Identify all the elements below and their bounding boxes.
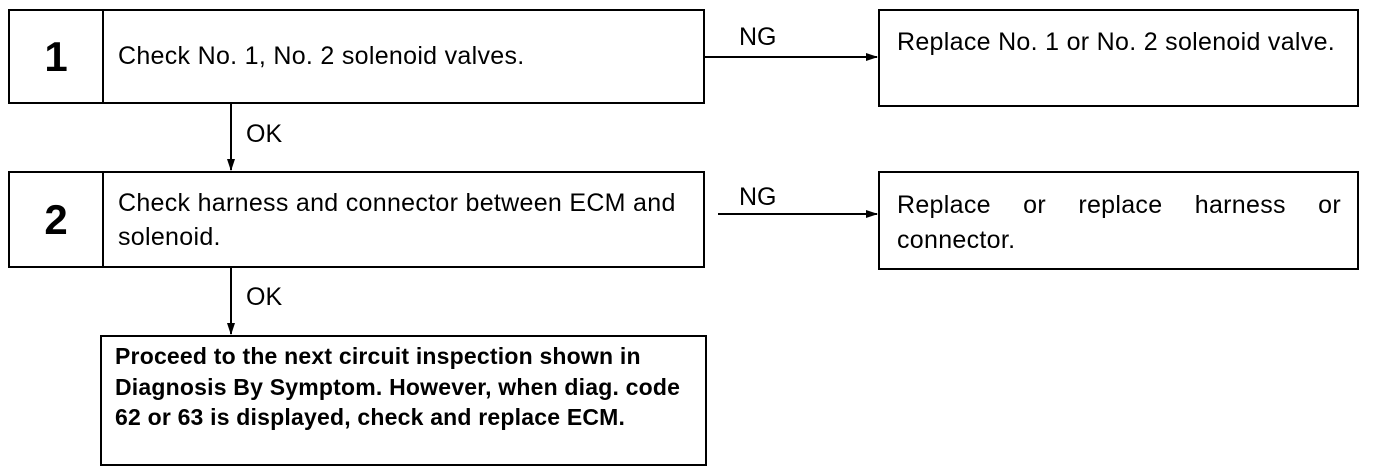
step-2-box: 2 Check harness and connector between EC… <box>8 171 705 268</box>
ng-label-2: NG <box>739 183 777 211</box>
ng-result-1-box: Replace No. 1 or No. 2 solenoid valve. <box>878 9 1359 107</box>
step-2-number: 2 <box>10 173 104 266</box>
ng-result-1-text: Replace No. 1 or No. 2 solenoid valve. <box>897 28 1336 56</box>
step-2-text: Check harness and connector between ECM … <box>118 189 676 251</box>
ok-label-2: OK <box>246 283 283 311</box>
ok-label-1: OK <box>246 120 283 148</box>
step-1-number: 1 <box>10 11 104 102</box>
step-1-box: 1 Check No. 1, No. 2 solenoid valves. <box>8 9 705 104</box>
ng-result-2-text: Replace or replace harness or connector. <box>897 191 1341 254</box>
step-1-text: Check No. 1, No. 2 solenoid valves. <box>118 42 525 70</box>
ng-label-1: NG <box>739 23 777 51</box>
final-box: Proceed to the next circuit inspection s… <box>100 335 707 466</box>
ng-result-2-box: Replace or replace harness or connector. <box>878 171 1359 270</box>
final-text: Proceed to the next circuit inspection s… <box>115 343 681 430</box>
